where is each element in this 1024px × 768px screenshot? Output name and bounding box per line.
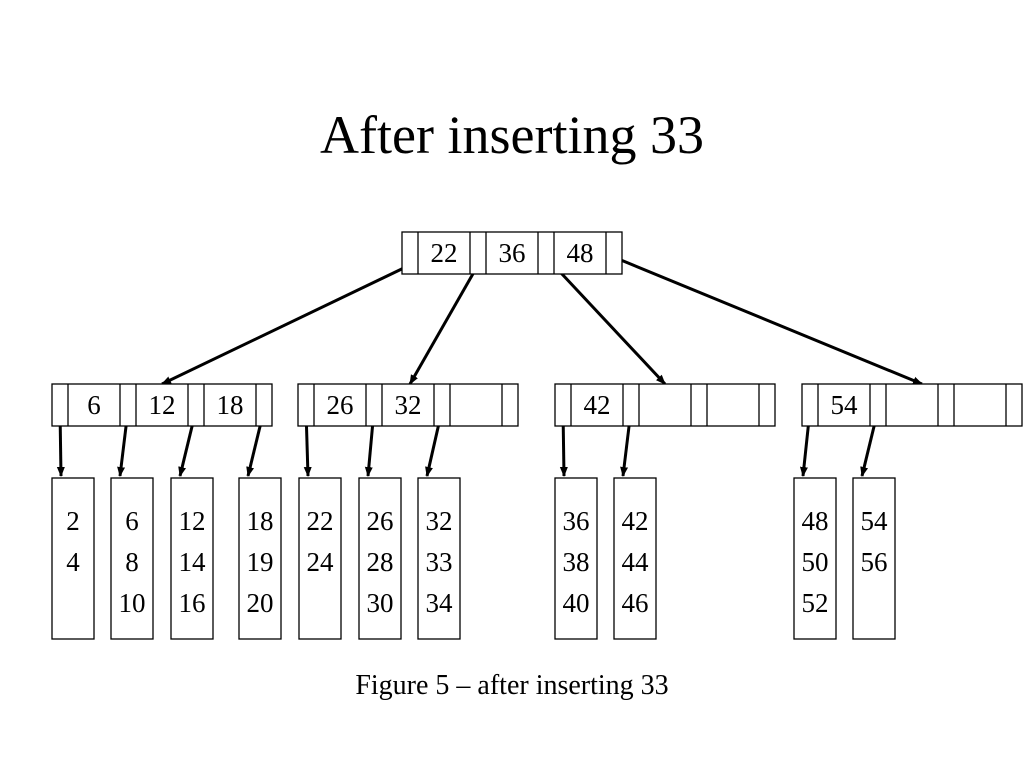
internal-node: 54 (801, 383, 1023, 427)
leaf-value: 36 (563, 506, 590, 536)
leaf-value: 52 (802, 588, 829, 618)
leaf-value: 16 (179, 588, 206, 618)
leaf-value: 2 (66, 506, 80, 536)
leaf-node: 24 (51, 477, 95, 640)
node-key: 54 (831, 390, 859, 420)
node-key: 32 (395, 390, 422, 420)
root-pointer-arrow (408, 264, 480, 385)
leaf-value: 46 (622, 588, 649, 618)
leaf-value: 8 (125, 547, 139, 577)
leaf-value: 33 (426, 547, 453, 577)
leaf-value: 38 (563, 547, 590, 577)
internal-node: 26 32 (297, 383, 519, 427)
node-key: 22 (431, 238, 458, 268)
leaf-node: 6 8 10 (110, 477, 154, 640)
leaf-value: 40 (563, 588, 590, 618)
slide-title: After inserting 33 (320, 105, 704, 165)
tree-edges (56, 256, 923, 477)
leaf-value: 32 (426, 506, 453, 536)
tree-leaves: 2468101214161819202224262830323334363840… (51, 477, 896, 640)
node-key: 48 (567, 238, 594, 268)
tree-nodes: 22 36 48 6 12 18 26 32 42 54 (51, 231, 1023, 427)
leaf-node: 18 19 20 (238, 477, 282, 640)
node-key: 36 (499, 238, 526, 268)
leaf-node: 48 50 52 (793, 477, 837, 640)
leaf-value: 28 (367, 547, 394, 577)
node-key: 6 (87, 390, 101, 420)
leaf-value: 24 (307, 547, 335, 577)
leaf-node: 36 38 40 (554, 477, 598, 640)
root-node: 22 36 48 (401, 231, 623, 275)
leaf-value: 34 (426, 588, 454, 618)
node-key: 26 (327, 390, 354, 420)
figure-caption: Figure 5 – after inserting 33 (355, 670, 669, 701)
leaf-value: 48 (802, 506, 829, 536)
leaf-node: 12 14 16 (170, 477, 214, 640)
root-pointer-arrow (545, 256, 667, 386)
leaf-value: 20 (247, 588, 274, 618)
root-pointer-arrow (161, 263, 411, 386)
leaf-value: 6 (125, 506, 139, 536)
node-key: 18 (217, 390, 244, 420)
root-pointer-arrow (615, 256, 923, 386)
node-key: 42 (584, 390, 611, 420)
leaf-value: 26 (367, 506, 394, 536)
internal-node: 6 12 18 (51, 383, 273, 427)
leaf-value: 56 (861, 547, 888, 577)
leaf-node: 42 44 46 (613, 477, 657, 640)
leaf-value: 44 (622, 547, 650, 577)
leaf-value: 30 (367, 588, 394, 618)
leaf-value: 19 (247, 547, 274, 577)
leaf-value: 12 (179, 506, 206, 536)
leaf-value: 50 (802, 547, 829, 577)
leaf-value: 10 (119, 588, 146, 618)
leaf-node: 32 33 34 (417, 477, 461, 640)
node-key: 12 (149, 390, 176, 420)
leaf-value: 4 (66, 547, 80, 577)
leaf-value: 54 (861, 506, 889, 536)
leaf-value: 14 (179, 547, 207, 577)
leaf-value: 42 (622, 506, 649, 536)
leaf-node: 26 28 30 (358, 477, 402, 640)
leaf-value: 22 (307, 506, 334, 536)
internal-node: 42 (554, 383, 776, 427)
leaf-value: 18 (247, 506, 274, 536)
